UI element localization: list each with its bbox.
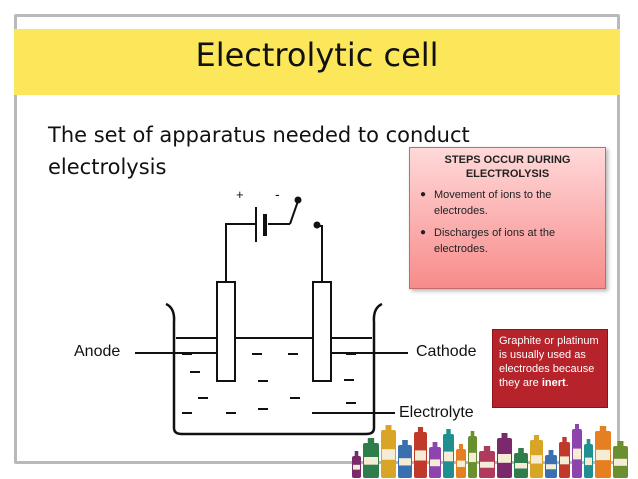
bottle-label: [469, 452, 476, 463]
cathode-label: Cathode: [416, 343, 477, 360]
slide-frame: [14, 14, 620, 464]
note-text-end: .: [565, 377, 569, 389]
battery-plus-label: +: [236, 187, 244, 202]
title-band: [14, 29, 620, 95]
switch-arm: [289, 200, 299, 225]
step-text: Movement of ions to the electrodes.: [434, 189, 552, 217]
bullet-icon: ●: [420, 227, 427, 238]
electrode-note-box: Graphite or platinum is usually used as …: [492, 329, 608, 408]
bottle-label: [585, 457, 592, 466]
bottle-label: [546, 464, 556, 470]
bottle-neck: [459, 444, 463, 449]
bottle-neck: [417, 427, 424, 432]
switch-contact-bottom: [313, 221, 321, 229]
bottle-label: [614, 458, 627, 466]
bottle-neck: [501, 433, 508, 438]
bottle-label: [364, 457, 378, 465]
steps-title: STEPS OCCUR DURING ELECTROLYSIS: [444, 154, 571, 180]
bottle-label: [560, 456, 569, 465]
electrolyte-label: Electrolyte: [399, 404, 474, 421]
bottle-label: [531, 455, 542, 464]
bottle-neck: [483, 446, 491, 451]
step-text: Discharges of ions at the electrodes.: [434, 227, 556, 255]
bottle-label: [444, 451, 453, 462]
steps-list: ● Movement of ions to the electrodes. ● Di…: [420, 187, 595, 257]
bottle-neck: [562, 437, 567, 442]
beaker: [165, 302, 383, 436]
bottle-neck: [548, 450, 554, 455]
bottle-neck: [402, 440, 408, 445]
bottle-neck: [617, 441, 624, 446]
slide-title: Electrolytic cell: [195, 36, 439, 74]
bottle-label: [353, 464, 360, 470]
bottle-neck: [385, 425, 392, 430]
bottle-label: [415, 450, 426, 461]
anode-electrode: [216, 281, 236, 382]
battery-minus-label: -: [275, 186, 280, 202]
bottle-label: [498, 454, 511, 463]
bottle-neck: [432, 442, 438, 447]
bottle-label: [596, 449, 610, 461]
bottle-neck: [518, 448, 524, 453]
bottle-label: [457, 460, 465, 467]
ions: [182, 353, 356, 414]
bottle-neck: [354, 451, 359, 456]
bottle-label: [515, 463, 527, 469]
beaker-body: [165, 302, 383, 436]
bullet-icon: ●: [420, 189, 427, 200]
bottles-decoration: [352, 424, 628, 478]
bottle-neck: [446, 429, 451, 434]
wire-left: [225, 223, 256, 287]
note-text: Graphite or platinum is usually used as …: [499, 335, 599, 389]
bottle-neck: [575, 424, 579, 429]
bottle-label: [399, 458, 411, 466]
bottle-label: [480, 461, 494, 468]
bottle-neck: [470, 431, 475, 436]
bottle-neck: [599, 426, 607, 431]
note-emphasis: inert: [541, 377, 566, 389]
list-item: ● Discharges of ions at the electrodes.: [420, 225, 595, 257]
bottle-neck: [367, 438, 375, 443]
wire-cathode: [318, 225, 323, 287]
bottle-neck: [586, 439, 591, 444]
circuit-wires: [225, 200, 323, 287]
bottle-label: [573, 448, 581, 460]
bottle-label: [382, 449, 395, 460]
switch-contact-top: [294, 196, 302, 204]
anode-label: Anode: [74, 343, 121, 360]
bottle-neck: [533, 435, 540, 440]
battery-symbol: [255, 207, 267, 242]
steps-callout: STEPS OCCUR DURING ELECTROLYSIS ● Movemen…: [409, 147, 606, 289]
cathode-electrode: [312, 281, 332, 382]
list-item: ● Movement of ions to the electrodes.: [420, 187, 595, 219]
slide-subtitle: The set of apparatus needed to conduct e…: [48, 123, 470, 179]
bottle-label: [430, 459, 440, 467]
